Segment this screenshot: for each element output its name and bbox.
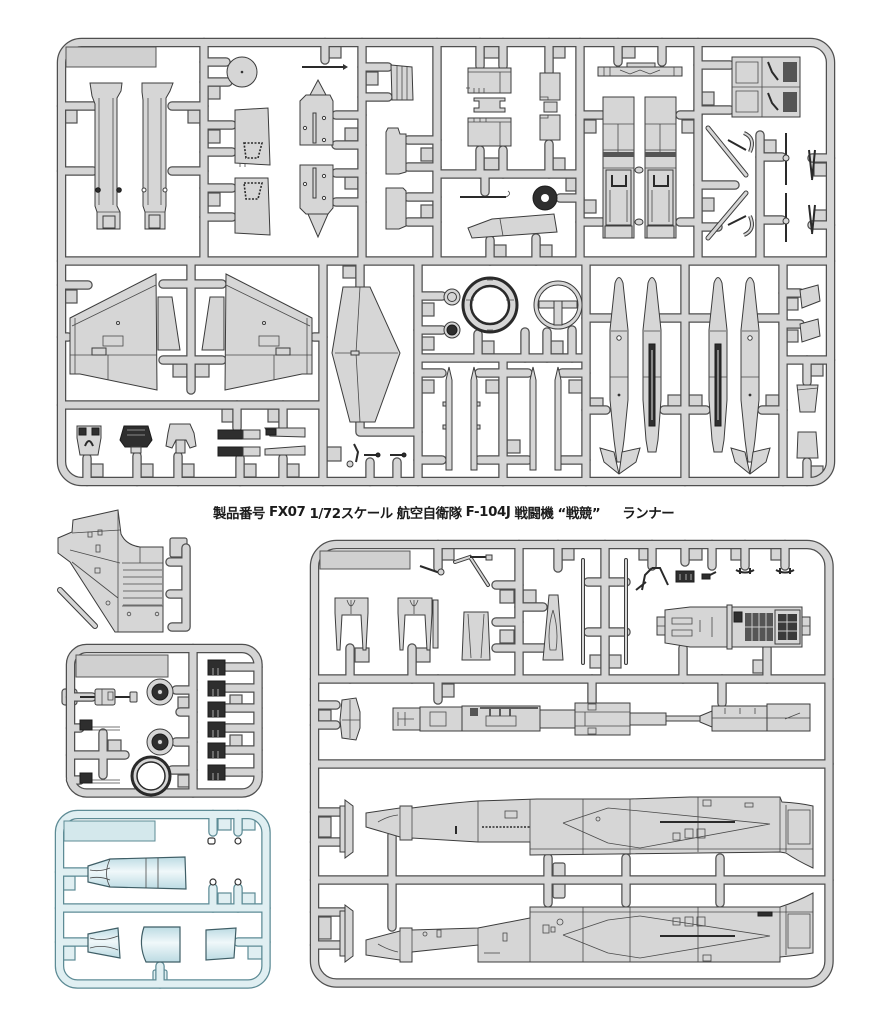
wing-fence (460, 190, 510, 198)
seat-bulkhead (339, 697, 361, 741)
flap-left (334, 597, 369, 651)
runner-label-tab (75, 654, 169, 678)
title-product-number-label: 製品番号 (213, 507, 265, 522)
cockpit-sill (467, 213, 558, 239)
landing-gear-doors (466, 67, 561, 147)
fuselage-half-lower (365, 892, 814, 963)
sidewinder-missiles (442, 366, 562, 471)
pitot-rod (302, 64, 348, 70)
rudder-pedals (346, 443, 407, 468)
air-brake-right (385, 187, 407, 230)
title-suffix: ランナー (622, 507, 675, 522)
canopy-frame (542, 594, 564, 661)
flap-right (397, 597, 439, 651)
vertical-fin (331, 286, 401, 423)
control-stick-base (165, 423, 197, 454)
title-scale: 1/72スケール (309, 507, 393, 522)
runner-label-tab (319, 550, 411, 570)
wheel-hub-small (443, 288, 461, 339)
wheel-well-right (234, 177, 271, 236)
pitot-bases (339, 799, 354, 963)
antennas (79, 719, 120, 784)
fuselage-half-upper (365, 796, 814, 869)
rear-fuselage-spine (57, 509, 187, 633)
main-wheels (146, 678, 174, 756)
runner-clear (60, 815, 267, 985)
speed-brake (461, 611, 491, 661)
black-ring (532, 185, 558, 211)
runner-label-tab (65, 46, 157, 68)
drop-tank-4 (730, 277, 771, 475)
title-type: 戦闘機 (514, 507, 554, 522)
clear-lights (207, 837, 242, 886)
intake-trunk-left (89, 82, 123, 230)
gear-links (419, 554, 493, 587)
intake-ring (461, 276, 519, 334)
drop-tank-3 (708, 277, 728, 453)
console (119, 425, 153, 454)
runner-bottom-right (315, 545, 830, 984)
gear-struts (705, 125, 816, 242)
ejection-seat-right (644, 96, 677, 239)
windscreen (87, 927, 121, 959)
nozzle-face (533, 280, 583, 330)
tail-cone-lower (299, 164, 334, 239)
tip-fins (796, 284, 821, 459)
title-product-code: FX07 (268, 504, 306, 520)
cockpit-side-panel (656, 604, 811, 650)
title-aircraft: F-104J (465, 504, 511, 520)
engine-intake-assembly (392, 702, 811, 736)
intake-trunk-right (141, 82, 174, 230)
air-brake-left (385, 127, 407, 175)
wing-left (69, 273, 181, 391)
nozzle-ring (390, 64, 414, 101)
runner-label-tab (63, 820, 156, 842)
ejection-seat-left (602, 96, 635, 239)
nose-wheel-ring (130, 755, 172, 797)
side-consoles (217, 427, 306, 457)
runner-middle-left (61, 649, 258, 797)
canopy-main (87, 856, 187, 890)
nose-gear-bracket (80, 688, 138, 706)
small-struts (635, 567, 795, 591)
wheel-well-left (234, 107, 271, 167)
title-nickname: “戦競” (557, 507, 601, 522)
drop-tank-1 (599, 277, 641, 475)
cockpit-sill-strip (597, 62, 683, 77)
drop-tank-2 (642, 277, 662, 453)
long-antenna-rod (581, 558, 628, 665)
runner-sheet-title: 製品番号 FX07 1/72スケール 航空自衛隊 F-104J 戦闘機 “戦競”… (213, 502, 693, 523)
instrument-panel (76, 425, 102, 456)
cockpit-tub (731, 56, 801, 118)
tail-cone-upper (299, 78, 334, 146)
pylon-clips (207, 659, 226, 781)
wing-right (201, 273, 313, 391)
runner-top (62, 43, 831, 482)
wheel-disc (226, 56, 258, 88)
title-service: 航空自衛隊 (396, 507, 462, 522)
canopy-center (140, 926, 181, 963)
canopy-rear (205, 927, 237, 961)
